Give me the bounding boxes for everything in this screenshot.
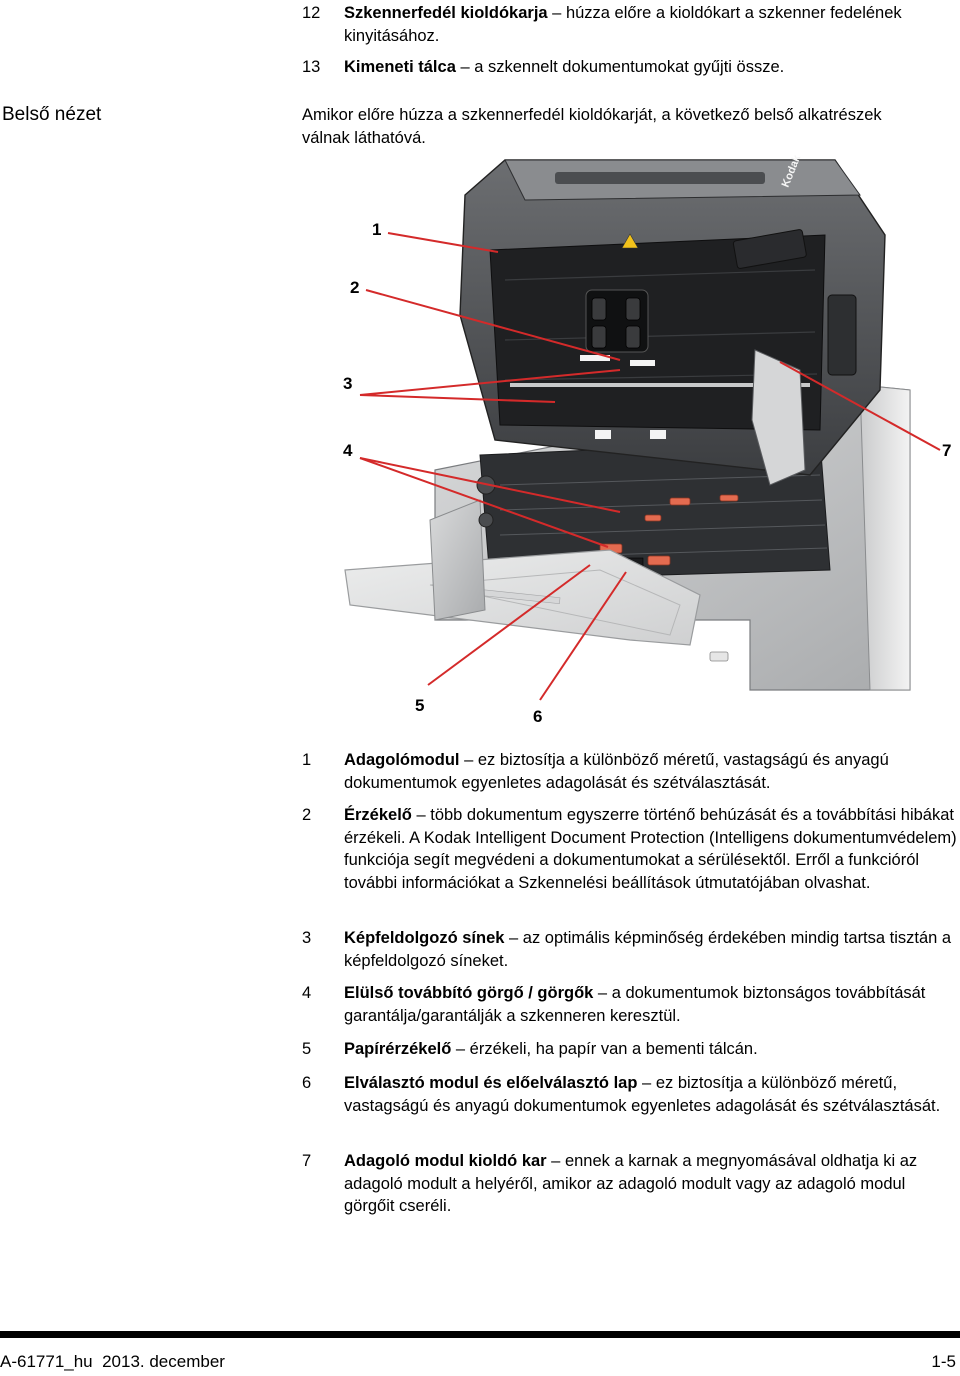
item-term: Érzékelő bbox=[344, 806, 412, 824]
item-separator: – bbox=[546, 1152, 565, 1170]
item-term: Kimeneti tálca bbox=[344, 58, 456, 76]
item-number: 5 bbox=[302, 1040, 312, 1058]
item-description: ez biztosítja a különböző méretű, vastag… bbox=[344, 1074, 941, 1115]
item-description: több dokumentum egyszerre történő behúzá… bbox=[344, 806, 957, 892]
list-item-13: 13 Kimeneti tálca – a szkennelt dokument… bbox=[302, 56, 957, 79]
item-term: Elülső továbbító görgő / görgők bbox=[344, 984, 594, 1002]
list-item-3: 3 Képfeldolgozó sínek – az optimális kép… bbox=[302, 927, 957, 972]
scanner-interior-figure: Kodak 1 2 3 4 5 6 7 bbox=[300, 140, 960, 730]
item-separator: – bbox=[637, 1074, 656, 1092]
callout-1: 1 bbox=[372, 220, 381, 239]
footer-rule bbox=[0, 1331, 960, 1338]
item-description: ez biztosítja a különböző méretű, vastag… bbox=[344, 751, 889, 792]
item-number: 4 bbox=[302, 984, 312, 1002]
item-term: Adagolómodul bbox=[344, 751, 460, 769]
footer-doc-id: A-61771_hu 2013. december bbox=[0, 1352, 225, 1371]
list-item-12: 12 Szkennerfedél kioldókarja – húzza elő… bbox=[302, 2, 957, 47]
list-item-1: 1 Adagolómodul – ez biztosítja a különbö… bbox=[302, 749, 957, 794]
item-term: Képfeldolgozó sínek bbox=[344, 929, 505, 947]
item-description: a szkennelt dokumentumokat gyűjti össze. bbox=[474, 58, 785, 76]
item-number: 1 bbox=[302, 751, 312, 769]
callout-3: 3 bbox=[343, 374, 352, 393]
list-item-6: 6 Elválasztó modul és előelválasztó lap … bbox=[302, 1072, 957, 1117]
callout-7: 7 bbox=[942, 441, 951, 460]
item-number: 2 bbox=[302, 806, 312, 824]
item-separator: – bbox=[504, 929, 523, 947]
item-number: 12 bbox=[302, 4, 321, 22]
callout-2: 2 bbox=[350, 278, 359, 297]
item-term: Szkennerfedél kioldókarja bbox=[344, 4, 548, 22]
item-description: az optimális képminőség érdekében mindig… bbox=[344, 929, 952, 970]
item-separator: – bbox=[593, 984, 612, 1002]
section-heading: Belső nézet bbox=[2, 104, 102, 125]
item-separator: – bbox=[455, 58, 475, 76]
item-description: a dokumentumok biztonságos továbbítását … bbox=[344, 984, 926, 1025]
item-separator: – bbox=[547, 4, 566, 22]
item-description: érzékeli, ha papír van a bementi tálcán. bbox=[469, 1040, 758, 1058]
section-intro: Amikor előre húzza a szkennerfedél kiold… bbox=[302, 106, 882, 147]
item-number: 3 bbox=[302, 929, 312, 947]
callout-4: 4 bbox=[343, 441, 353, 460]
page-number: 1-5 bbox=[931, 1352, 956, 1371]
item-number: 6 bbox=[302, 1074, 312, 1092]
list-item-7: 7 Adagoló modul kioldó kar – ennek a kar… bbox=[302, 1150, 957, 1218]
item-term: Adagoló modul kioldó kar bbox=[344, 1152, 547, 1170]
item-separator: – bbox=[459, 751, 478, 769]
callout-6: 6 bbox=[533, 707, 542, 726]
item-number: 13 bbox=[302, 58, 321, 76]
item-description: húzza előre a kioldókart a szkenner fede… bbox=[344, 4, 902, 45]
list-item-4: 4 Elülső továbbító görgő / görgők – a do… bbox=[302, 982, 957, 1027]
scanner-illustration: Kodak 1 2 3 4 5 6 7 bbox=[343, 153, 951, 726]
item-term: Elválasztó modul és előelválasztó lap bbox=[344, 1074, 638, 1092]
item-number: 7 bbox=[302, 1152, 312, 1170]
item-separator: – bbox=[451, 1040, 470, 1058]
list-item-5: 5 Papírérzékelő – érzékeli, ha papír van… bbox=[302, 1038, 957, 1061]
item-term: Papírérzékelő bbox=[344, 1040, 452, 1058]
item-separator: – bbox=[411, 806, 431, 824]
callout-5: 5 bbox=[415, 696, 424, 715]
item-description: ennek a karnak a megnyomásával oldhatja … bbox=[344, 1152, 918, 1215]
list-item-2: 2 Érzékelő – több dokumentum egyszerre t… bbox=[302, 804, 957, 894]
